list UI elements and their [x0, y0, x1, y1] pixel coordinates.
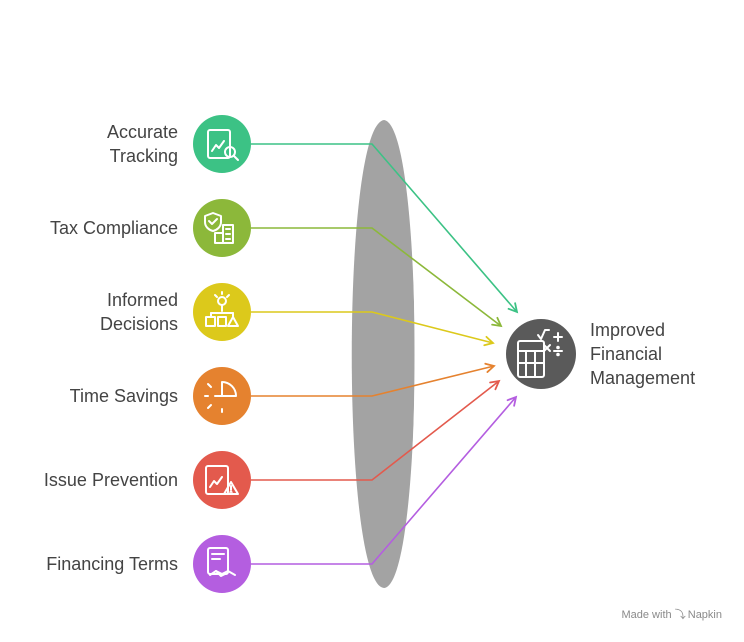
item-label-line: Informed [106, 290, 178, 310]
item-label-line: Tax Compliance [49, 218, 178, 238]
target-label-line: Financial [590, 344, 663, 364]
watermark-brand: Napkin [687, 609, 722, 621]
item-label-line: Accurate [106, 122, 178, 142]
item-label: Financing Terms [46, 552, 178, 576]
connector-line [251, 380, 500, 481]
connectors [251, 143, 519, 565]
item-label-line: Time Savings [69, 386, 178, 406]
connector-arrowhead [491, 316, 503, 328]
item-label-line: Tracking [109, 146, 178, 166]
shield-buildings-icon [204, 212, 234, 244]
lightbulb-flowchart-icon [205, 291, 239, 327]
item-circle [193, 283, 251, 341]
item-label-line: Financing Terms [46, 554, 178, 574]
connector-line [251, 396, 517, 565]
item-circle [193, 199, 251, 257]
lens [351, 120, 421, 588]
connector-arrowhead [483, 335, 495, 347]
item-circle [193, 115, 251, 173]
connector-line [251, 227, 502, 327]
connector-line [251, 365, 495, 397]
item-circle [193, 535, 251, 593]
target-label-line: Improved [590, 320, 666, 340]
watermark: Made with ⤵ Napkin [621, 606, 722, 622]
contract-handshake-icon [207, 547, 236, 577]
connector-arrowhead [506, 395, 518, 407]
calculator-math-icon [517, 329, 563, 378]
item-circle [193, 451, 251, 509]
target-label-line: Management [590, 368, 696, 388]
napkin-logo-icon: ⤵ [674, 609, 686, 621]
target-circle [506, 319, 576, 389]
item-circle [193, 367, 251, 425]
chart-search-icon [207, 129, 239, 161]
connector-arrowhead [484, 362, 496, 373]
item-label-line: Decisions [99, 314, 178, 334]
item-label: Time Savings [70, 384, 178, 408]
item-label: Issue Prevention [44, 468, 178, 492]
connector-line [251, 311, 494, 344]
connector-line [251, 143, 518, 313]
pie-timer-icon [204, 381, 237, 413]
chart-warning-icon [205, 465, 239, 495]
connector-arrowhead [489, 379, 501, 391]
watermark-prefix: Made with [621, 609, 672, 621]
item-label-line: Issue Prevention [43, 470, 178, 490]
item-label: Tax Compliance [50, 216, 178, 240]
target-label: Improved Financial Management [590, 318, 695, 390]
connector-arrowhead [507, 302, 519, 314]
